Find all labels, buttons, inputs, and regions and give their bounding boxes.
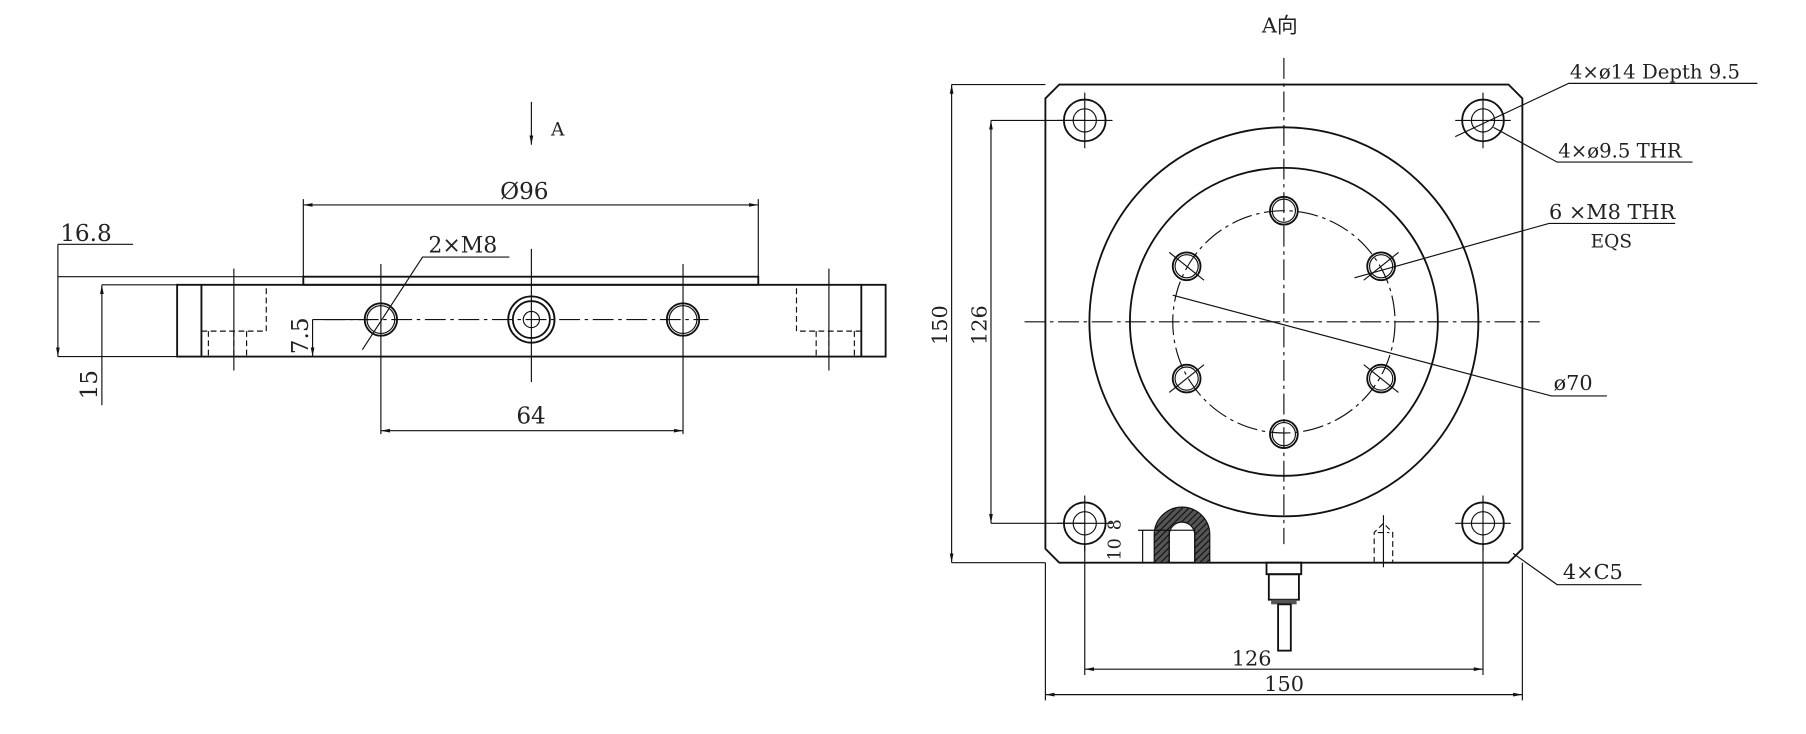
dim-width-outer: 150 [1264,672,1304,696]
dim-flange-diameter: Ø96 [500,179,548,205]
dim-height-outer: 150 [928,305,952,345]
dim-hole-spacing: 64 [516,404,545,430]
side-view: A Ø96 64 16.8 15 7.5 2×M8 [56,101,887,435]
callout-eqs: EQS [1591,232,1632,253]
cable-gland [1265,561,1303,652]
dim-slot-b: 8 [1106,519,1126,530]
callout-through-hole: 4×ø9.5 THR [1558,139,1683,162]
callout-thread: 2×M8 [428,233,497,258]
threaded-holes [1168,195,1399,449]
base-plate [1044,83,1524,564]
dim-height-inner: 126 [967,305,991,345]
dim-width-inner: 126 [1232,647,1272,671]
dim-slot-a: 10 [1106,538,1126,560]
callout-counterbore: 4×ø14 Depth 9.5 [1570,61,1740,84]
dim-hole-center-height: 7.5 [288,317,314,354]
callout-chamfer: 4×C5 [1563,560,1623,584]
view-title: A向 [1261,13,1298,37]
view-arrow-label: A [550,119,565,140]
top-view: 10 8 150 126 126 150 4×ø14 Depth 9.5 4×ø… [928,57,1758,701]
dim-plate-height: 15 [77,370,103,399]
callout-pcd: ø70 [1554,371,1593,395]
dim-total-height: 16.8 [60,221,112,247]
callout-threaded-holes: 6 ×M8 THR [1549,200,1677,224]
cable-slot [1153,506,1211,564]
